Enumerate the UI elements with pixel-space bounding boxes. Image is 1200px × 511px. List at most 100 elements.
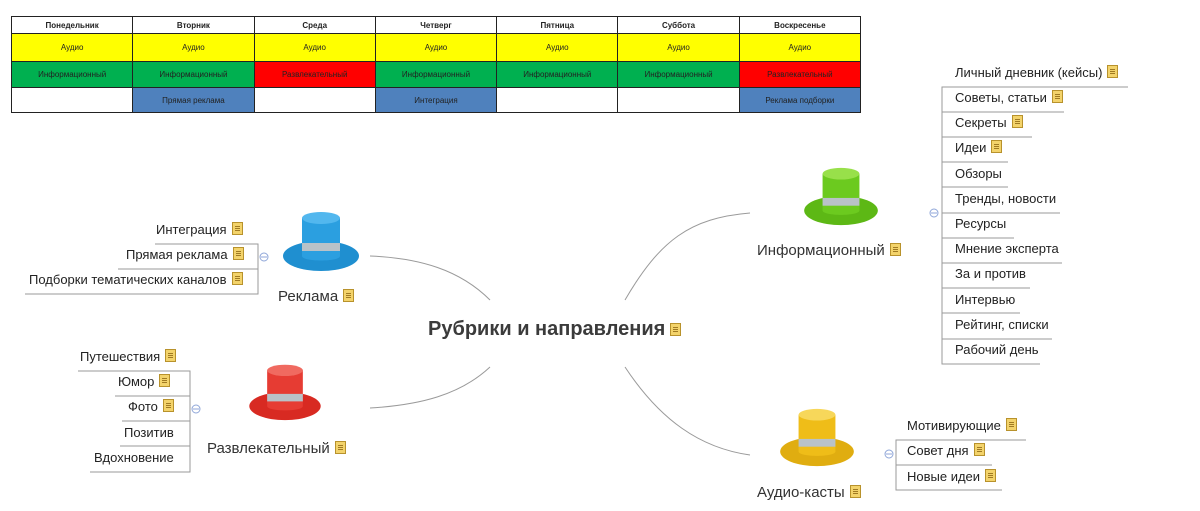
schedule-extra-row: Прямая реклама Интеграция Реклама подбор…	[10, 87, 862, 113]
leaf-label: Подборки тематических каналов	[29, 272, 227, 287]
day-header: Вторник	[132, 16, 255, 34]
leaf-label: Секреты	[955, 115, 1007, 130]
note-icon	[849, 485, 861, 498]
schedule-cell: Аудио	[132, 33, 255, 62]
schedule-cell: Аудио	[253, 33, 376, 62]
leaf-label: Интеграция	[156, 222, 227, 237]
schedule-cell: Информационный	[132, 61, 255, 88]
note-icon	[334, 441, 346, 454]
day-header: Понедельник	[10, 16, 134, 34]
leaf-item[interactable]: Тренды, новости	[955, 191, 1056, 206]
hat-icon	[780, 408, 854, 467]
schedule-cell: Информационный	[10, 61, 134, 88]
leaf-item[interactable]: Новые идеи	[907, 469, 997, 484]
note-icon	[1107, 65, 1119, 78]
schedule-cell: Реклама подборки	[738, 87, 862, 113]
leaf-item[interactable]: Секреты	[955, 115, 1023, 130]
note-icon	[1005, 418, 1017, 431]
leaf-item[interactable]: Вдохновение	[94, 450, 174, 465]
leaf-item[interactable]: Путешествия	[80, 349, 177, 364]
branch-reklama[interactable]: Реклама	[278, 288, 355, 305]
leaf-item[interactable]: За и против	[955, 266, 1026, 281]
leaf-item[interactable]: Обзоры	[955, 166, 1002, 181]
note-icon	[231, 272, 243, 285]
leaf-label: Рабочий день	[955, 342, 1039, 357]
note-icon	[670, 323, 682, 336]
schedule-cell: Интеграция	[374, 87, 498, 113]
schedule-cell: Развлекательный	[253, 61, 376, 88]
note-icon	[232, 247, 244, 260]
leaf-label: Путешествия	[80, 349, 161, 364]
schedule-cell	[253, 87, 376, 113]
leaf-item[interactable]: Ресурсы	[955, 216, 1006, 231]
schedule-cell: Информационный	[374, 61, 498, 88]
leaf-label: Мнение эксперта	[955, 241, 1059, 256]
leaf-label: Интервью	[955, 292, 1016, 307]
branch-label: Развлекательный	[207, 440, 330, 457]
note-icon	[973, 443, 985, 456]
leaf-label: Рейтинг, списки	[955, 317, 1049, 332]
central-topic[interactable]: Рубрики и направления	[428, 318, 682, 341]
note-icon	[985, 469, 997, 482]
leaf-label: Обзоры	[955, 166, 1002, 181]
branch-label: Информационный	[757, 242, 885, 259]
schedule-cell: Аудио	[738, 33, 862, 62]
branch-label: Аудио-касты	[757, 484, 845, 501]
leaf-label: Ресурсы	[955, 216, 1007, 231]
schedule-cell: Аудио	[374, 33, 498, 62]
schedule-cell: Прямая реклама	[132, 87, 255, 113]
schedule-cell	[496, 87, 619, 113]
leaf-item[interactable]: Фото	[128, 399, 174, 414]
note-icon	[343, 289, 355, 302]
leaf-item[interactable]: Рабочий день	[955, 342, 1039, 357]
schedule-cell: Аудио	[496, 33, 619, 62]
leaf-item[interactable]: Советы, статьи	[955, 90, 1063, 105]
leaf-label: Вдохновение	[94, 450, 174, 465]
leaf-label: Личный дневник (кейсы)	[955, 65, 1103, 80]
day-header: Суббота	[617, 16, 740, 34]
branch-inform[interactable]: Информационный	[757, 242, 901, 259]
leaf-item[interactable]: Интеграция	[156, 222, 243, 237]
note-icon	[162, 399, 174, 412]
schedule-cell	[617, 87, 740, 113]
hat-icon	[804, 167, 878, 226]
branch-razvlek[interactable]: Развлекательный	[207, 440, 346, 457]
leaf-item[interactable]: Совет дня	[907, 443, 985, 458]
branch-label: Реклама	[278, 288, 339, 305]
leaf-label: За и против	[955, 266, 1026, 281]
leaf-label: Прямая реклама	[126, 247, 228, 262]
branch-audio[interactable]: Аудио-касты	[757, 484, 861, 501]
schedule-cell	[10, 87, 134, 113]
leaf-label: Новые идеи	[907, 469, 981, 484]
schedule-table: Понедельник Вторник Среда Четверг Пятниц…	[10, 16, 862, 113]
schedule-cell: Информационный	[617, 61, 740, 88]
leaf-label: Позитив	[124, 425, 174, 440]
hat-icon	[249, 364, 321, 421]
leaf-item[interactable]: Подборки тематических каналов	[29, 272, 243, 287]
leaf-item[interactable]: Позитив	[124, 425, 174, 440]
leaf-item[interactable]: Идеи	[955, 140, 1003, 155]
leaf-item[interactable]: Мотивирующие	[907, 418, 1017, 433]
note-icon	[1011, 115, 1023, 128]
leaf-item[interactable]: Рейтинг, списки	[955, 317, 1049, 332]
day-header: Пятница	[496, 16, 619, 34]
note-icon	[991, 140, 1003, 153]
leaf-label: Тренды, новости	[955, 191, 1057, 206]
leaf-label: Юмор	[118, 374, 155, 389]
leaf-item[interactable]: Юмор	[118, 374, 171, 389]
note-icon	[165, 349, 177, 362]
leaf-label: Идеи	[955, 140, 987, 155]
note-icon	[159, 374, 171, 387]
central-topic-label: Рубрики и направления	[428, 318, 666, 340]
leaf-item[interactable]: Личный дневник (кейсы)	[955, 65, 1119, 80]
note-icon	[1051, 90, 1063, 103]
leaf-label: Фото	[128, 399, 158, 414]
leaf-label: Советы, статьи	[955, 90, 1047, 105]
hat-icon	[283, 212, 359, 271]
leaf-item[interactable]: Мнение эксперта	[955, 241, 1059, 256]
leaf-label: Мотивирующие	[907, 418, 1001, 433]
leaf-item[interactable]: Интервью	[955, 292, 1015, 307]
note-icon	[889, 243, 901, 256]
leaf-item[interactable]: Прямая реклама	[126, 247, 244, 262]
